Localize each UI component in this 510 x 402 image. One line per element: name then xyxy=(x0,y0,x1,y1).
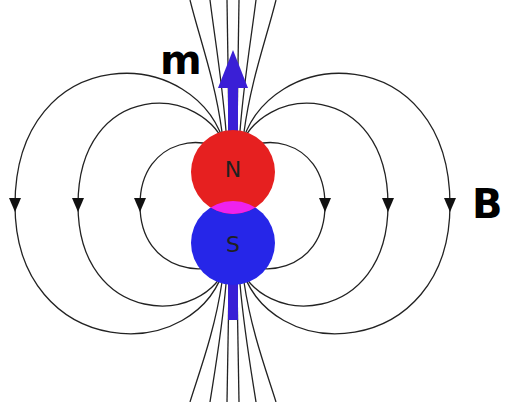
pole-letter: S xyxy=(226,234,240,256)
field-label: B xyxy=(472,184,503,224)
south-pole xyxy=(191,201,275,285)
pole-letter: N xyxy=(225,159,241,181)
overlap-lens xyxy=(191,201,275,285)
field-lines xyxy=(15,0,450,402)
pole-circle: S xyxy=(191,203,275,287)
pole-circle: N xyxy=(191,128,275,212)
moment-label: m xyxy=(160,40,202,80)
